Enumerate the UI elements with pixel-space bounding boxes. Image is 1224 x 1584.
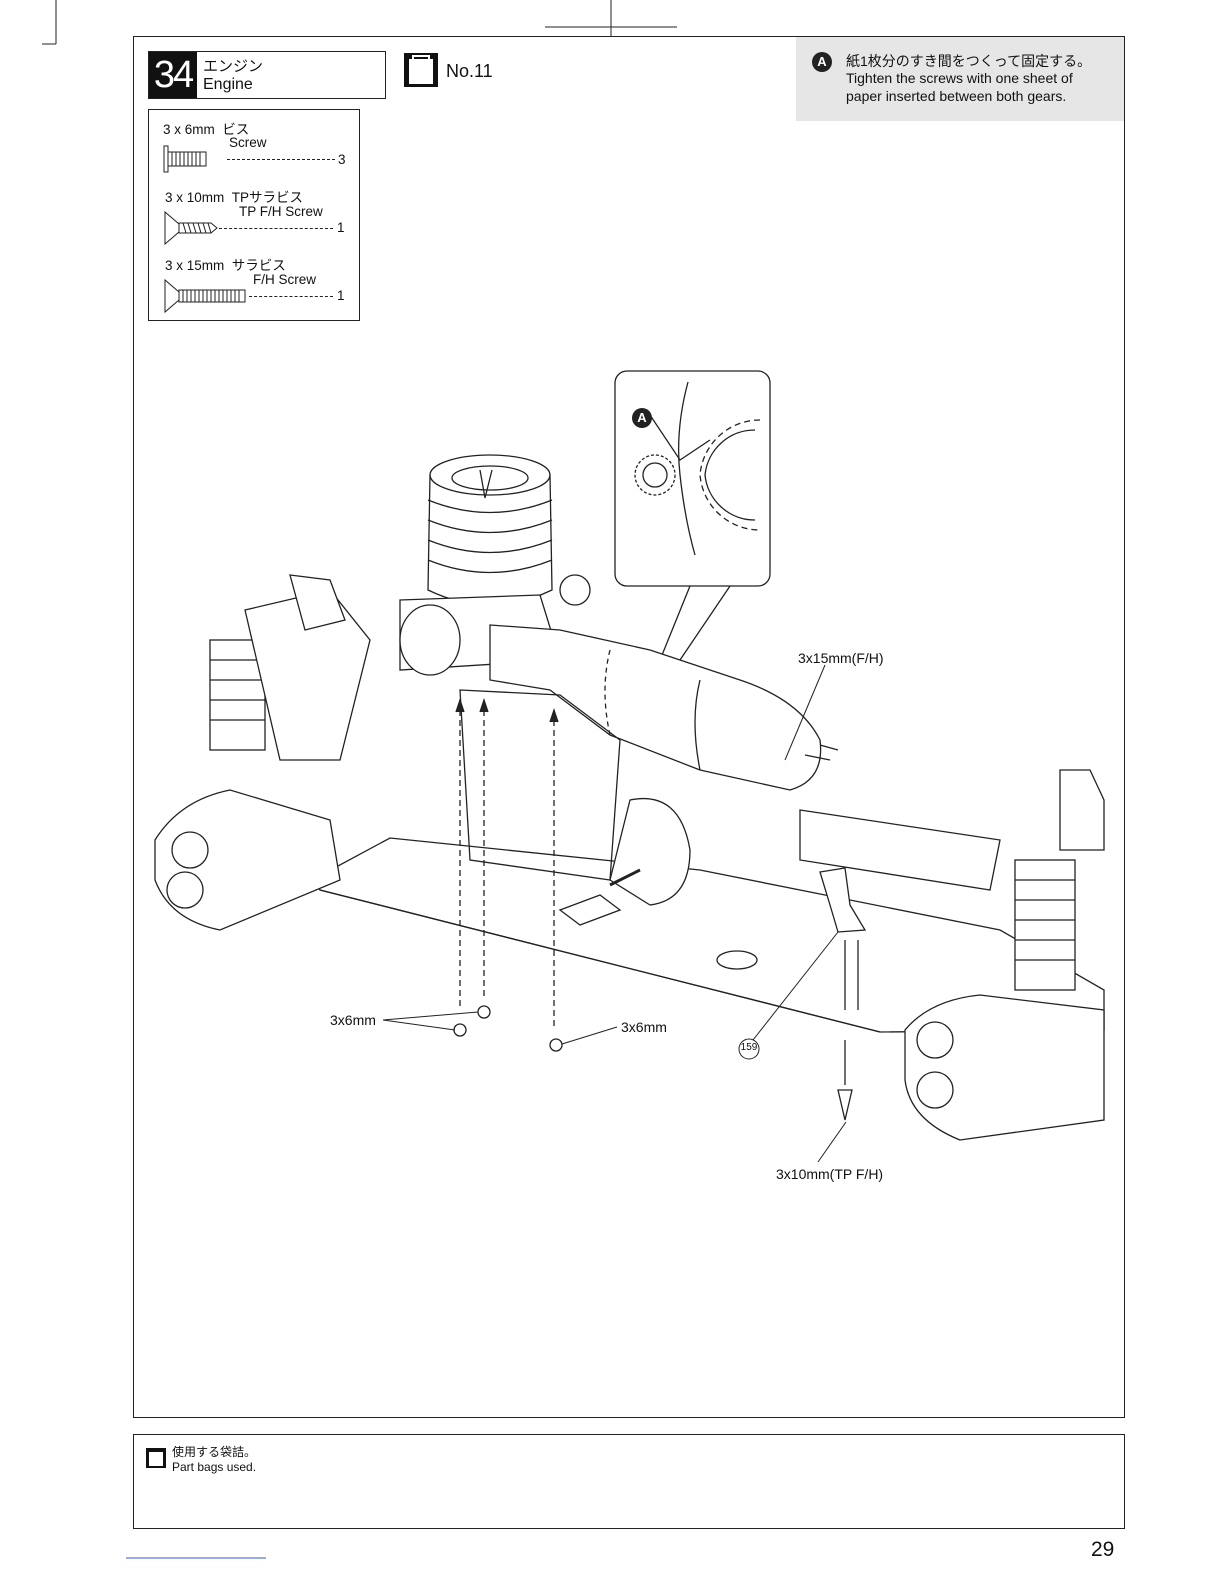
page-number: 29 xyxy=(1091,1538,1114,1562)
callout-3x6-left: 3x6mm xyxy=(330,1012,376,1028)
part-bags-en: Part bags used. xyxy=(172,1460,256,1474)
left-suspension xyxy=(155,575,370,930)
detail-marker: A xyxy=(632,408,652,428)
part-bags-box: 使用する袋詰。 Part bags used. xyxy=(133,1434,1125,1529)
callout-part-159: 159 xyxy=(739,1042,759,1053)
part-bags-jp: 使用する袋詰。 xyxy=(172,1443,256,1460)
callout-3x6-right: 3x6mm xyxy=(621,1019,667,1035)
gear-detail-bubble xyxy=(615,371,770,586)
parts-bag-icon xyxy=(145,1447,167,1469)
callout-3x15-fh: 3x15mm(F/H) xyxy=(798,650,884,666)
callout-3x10-tp-fh: 3x10mm(TP F/H) xyxy=(776,1166,883,1182)
